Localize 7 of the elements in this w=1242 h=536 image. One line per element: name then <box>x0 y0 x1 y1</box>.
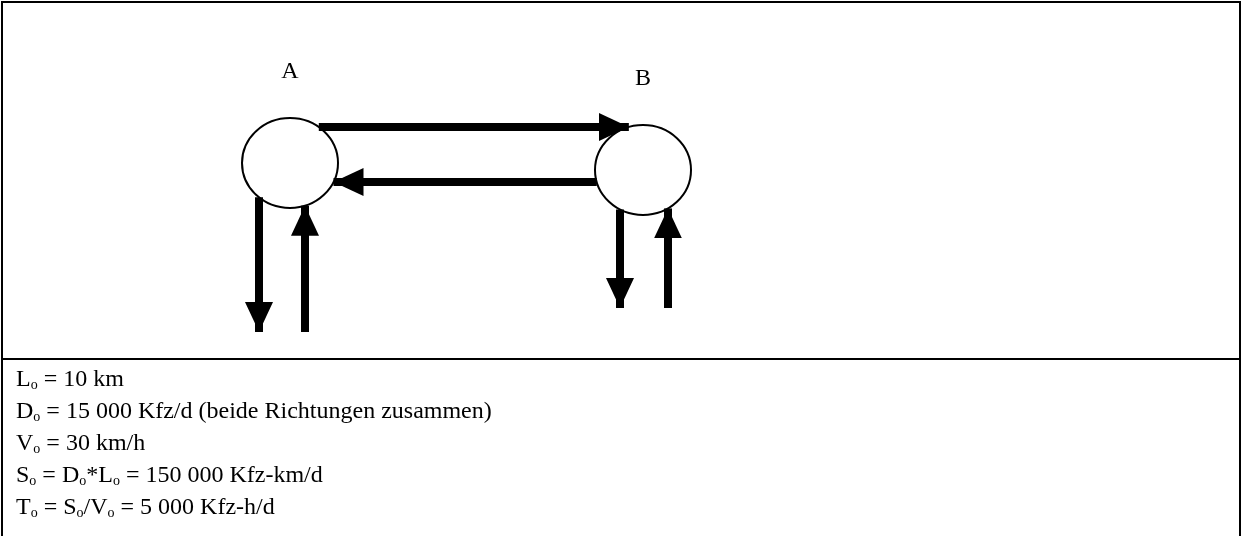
formula-line: D$_{o}$ = 15 000 Kfz/d (beide Richtungen zusammen) <box>16 396 492 426</box>
node-label: B <box>634 63 652 91</box>
formula-line: T$_{o}$ = S$_{o}$/V$_{o}$ = 5 000 Kfz-h/d <box>16 492 275 522</box>
formula-line: L$_{o}$ = 10 km <box>16 364 124 394</box>
formula-line: S$_{o}$ = D$_{o}$*L$_{o}$ = 150 000 Kfz-km/d <box>16 460 323 490</box>
node-label: A <box>280 56 300 84</box>
formula-line: V$_{o}$ = 30 km/h <box>16 428 146 458</box>
